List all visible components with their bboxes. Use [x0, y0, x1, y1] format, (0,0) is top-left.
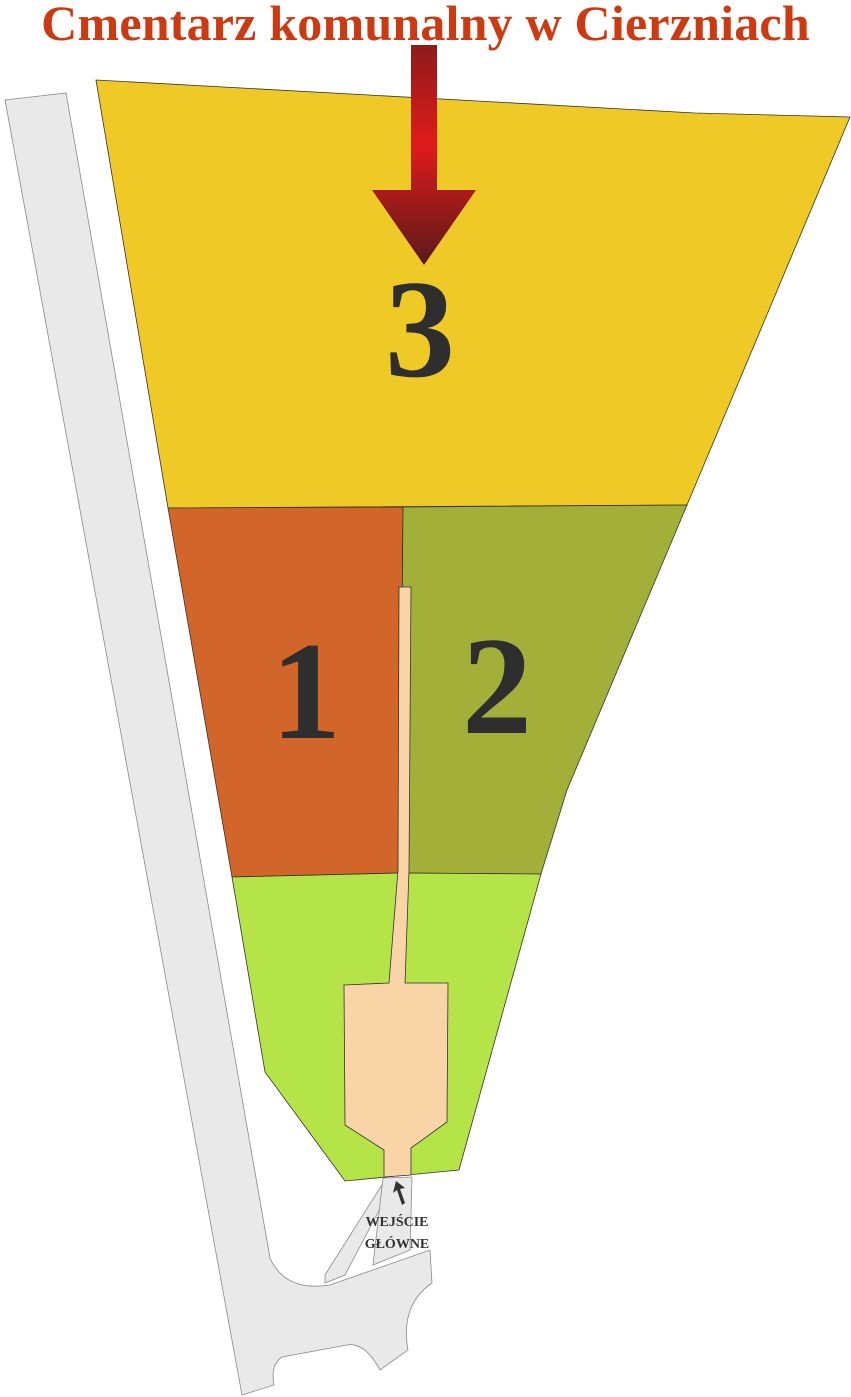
entrance-label-line1: WEJŚCIE: [365, 1213, 428, 1230]
section-2-label: 2: [462, 609, 532, 764]
main-alley: [343, 586, 449, 1178]
road: [4, 92, 433, 1396]
map-title: Cmentarz komunalny w Cierzniach: [41, 0, 810, 51]
arrow-down-icon: [372, 45, 476, 265]
entrance-label-line2: GŁÓWNE: [365, 1235, 430, 1252]
entrance-arrow-icon: [393, 1181, 405, 1205]
section-2[interactable]: [399, 504, 688, 875]
section-3[interactable]: [95, 79, 851, 509]
section-1-label: 1: [271, 614, 341, 769]
section-3-label: 3: [385, 252, 455, 407]
